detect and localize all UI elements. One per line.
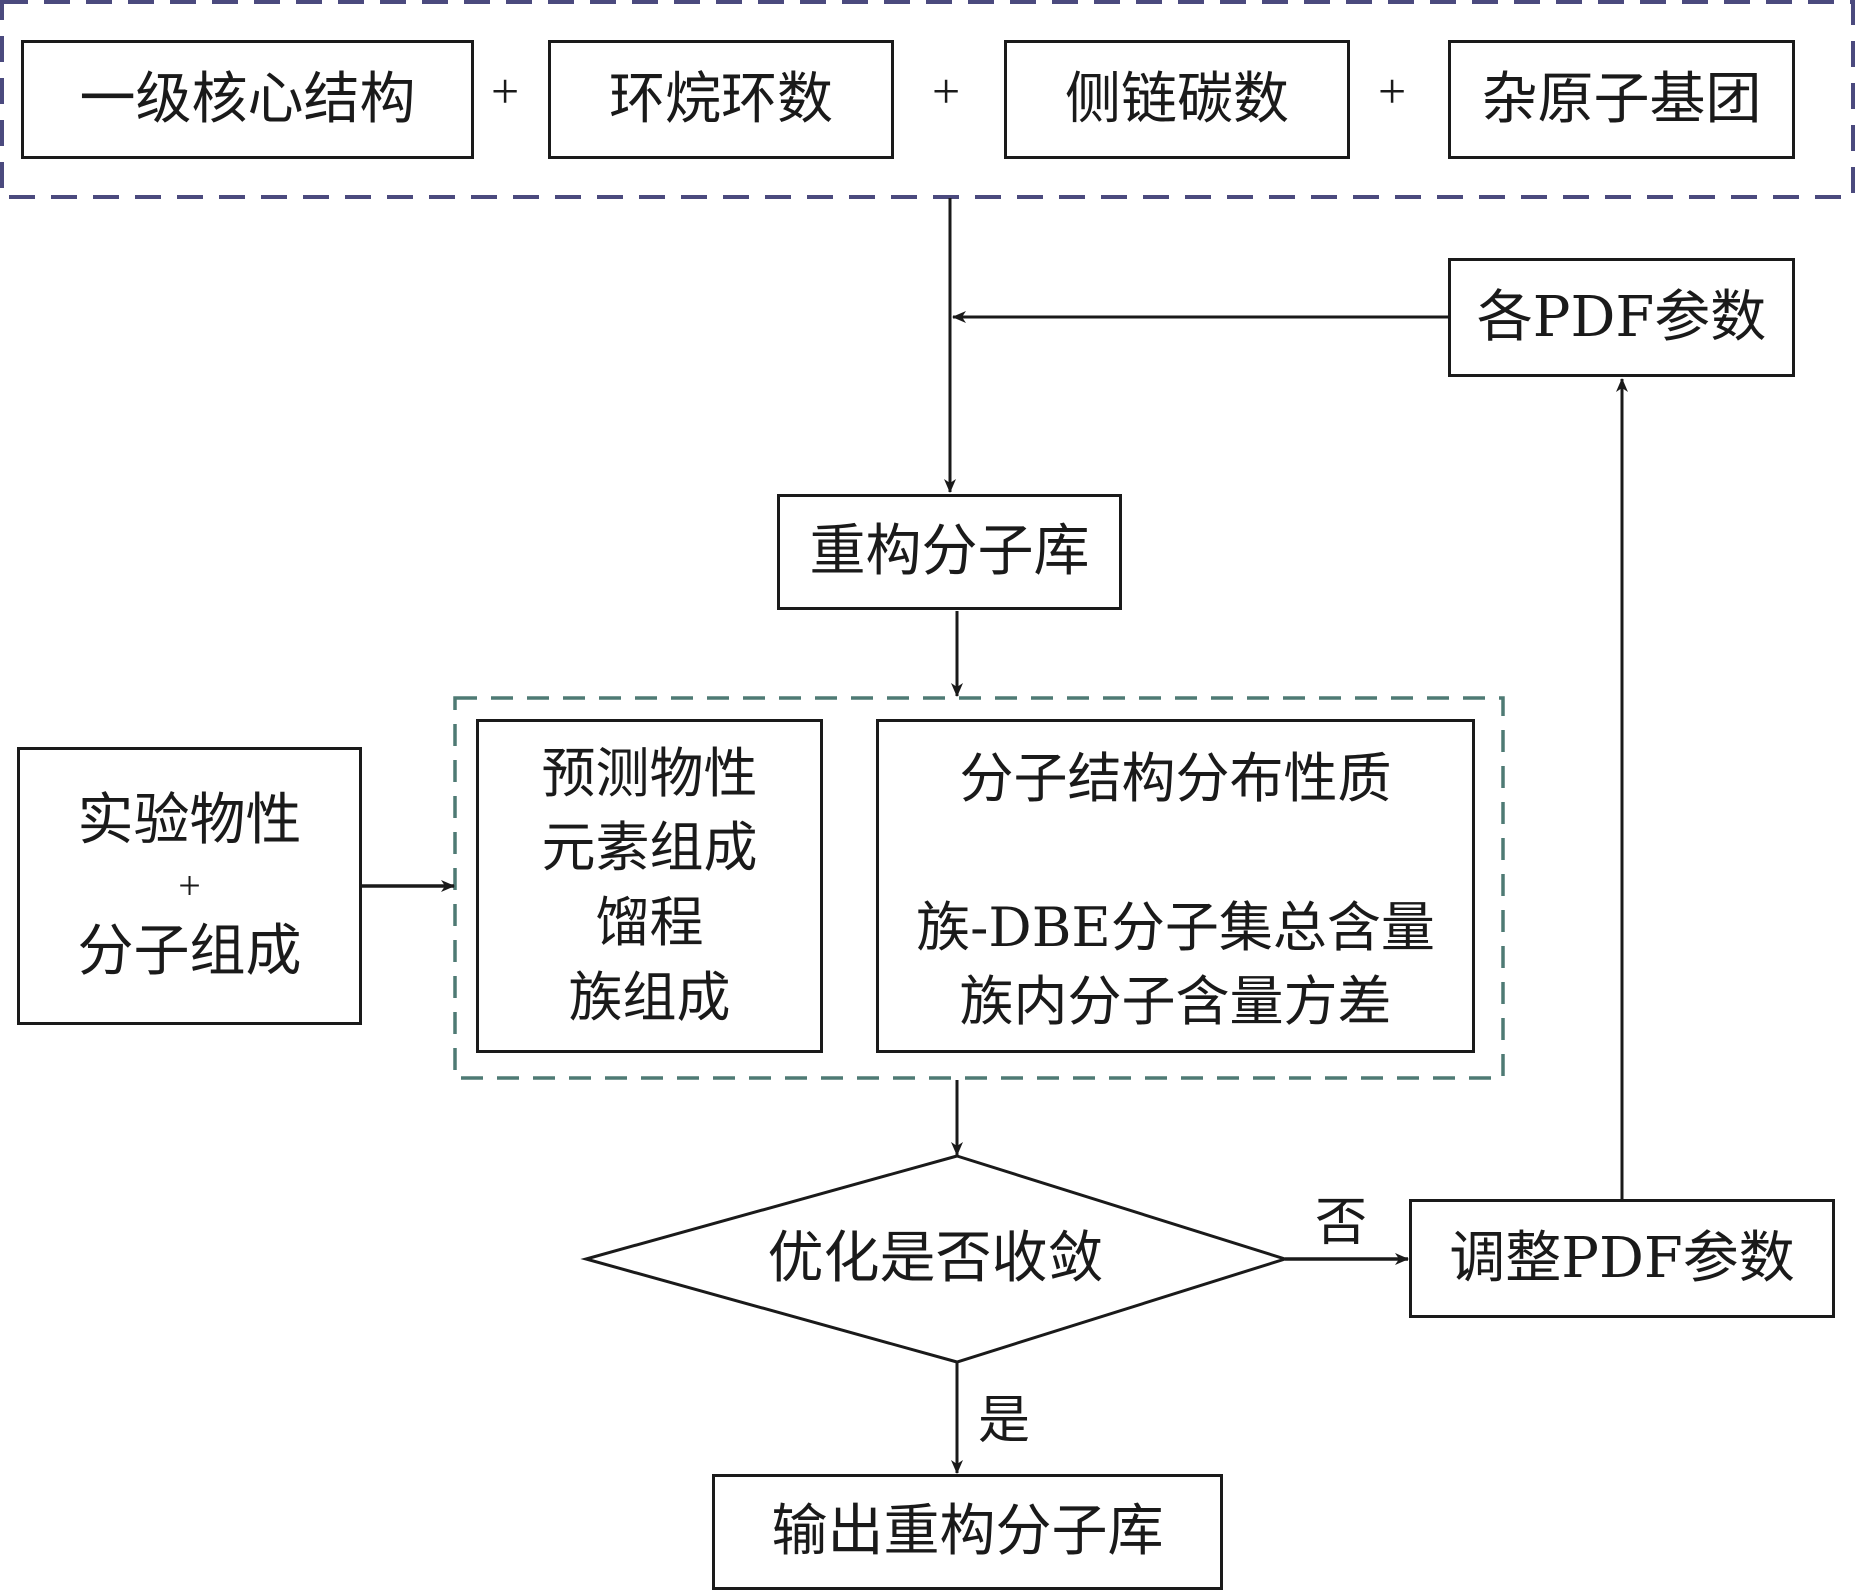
predicted-box: 预测物性 元素组成 馏程 族组成 <box>476 719 823 1053</box>
structure-line: 族内分子含量方差 <box>959 970 1392 1034</box>
decision-label: 优化是否收敛 <box>767 1226 1104 1292</box>
pdf-params-box: 各PDF参数 <box>1448 258 1795 377</box>
plus-sign: + <box>932 63 961 119</box>
property-dashed-group <box>453 696 1505 1080</box>
top-dashed-group <box>0 0 1855 199</box>
predicted-line: 馏程 <box>595 891 704 954</box>
adjust-pdf-label: 调整PDF参数 <box>1449 1225 1795 1291</box>
structure-title: 分子结构分布性质 <box>959 747 1392 810</box>
reconstruct-library-label: 重构分子库 <box>809 519 1090 585</box>
experimental-line1: 实验物性 <box>77 787 302 853</box>
experimental-line2: 分子组成 <box>77 919 302 984</box>
experimental-plus: + <box>178 863 201 908</box>
experimental-box: 实验物性 + 分子组成 <box>17 747 362 1025</box>
naphthenic-ring-label: 环烷环数 <box>609 66 833 132</box>
heteroatom-group-label: 杂原子基团 <box>1481 66 1762 132</box>
plus-sign: + <box>1378 63 1407 119</box>
structure-line: 族-DBE分子集总含量 <box>916 895 1435 959</box>
core-structure-box: 一级核心结构 <box>21 40 474 159</box>
decision-text-wrap: 优化是否收敛 <box>586 1156 1285 1362</box>
naphthenic-ring-box: 环烷环数 <box>548 40 894 159</box>
reconstruct-library-box: 重构分子库 <box>777 494 1122 610</box>
adjust-pdf-box: 调整PDF参数 <box>1409 1199 1835 1318</box>
side-chain-carbon-box: 侧链碳数 <box>1004 40 1350 159</box>
predicted-line: 族组成 <box>568 965 731 1029</box>
no-label: 否 <box>1315 1193 1368 1253</box>
plus-sign: + <box>491 63 520 119</box>
core-structure-label: 一级核心结构 <box>79 66 416 132</box>
output-library-label: 输出重构分子库 <box>771 1499 1164 1565</box>
yes-label: 是 <box>978 1391 1031 1451</box>
heteroatom-group-box: 杂原子基团 <box>1448 40 1795 159</box>
pdf-params-label: 各PDF参数 <box>1476 284 1767 350</box>
side-chain-carbon-label: 侧链碳数 <box>1065 66 1289 132</box>
predicted-line: 元素组成 <box>541 816 758 880</box>
predicted-line: 预测物性 <box>541 741 758 805</box>
output-library-box: 输出重构分子库 <box>712 1474 1223 1590</box>
structure-distribution-box: 分子结构分布性质 族-DBE分子集总含量 族内分子含量方差 <box>876 719 1475 1053</box>
